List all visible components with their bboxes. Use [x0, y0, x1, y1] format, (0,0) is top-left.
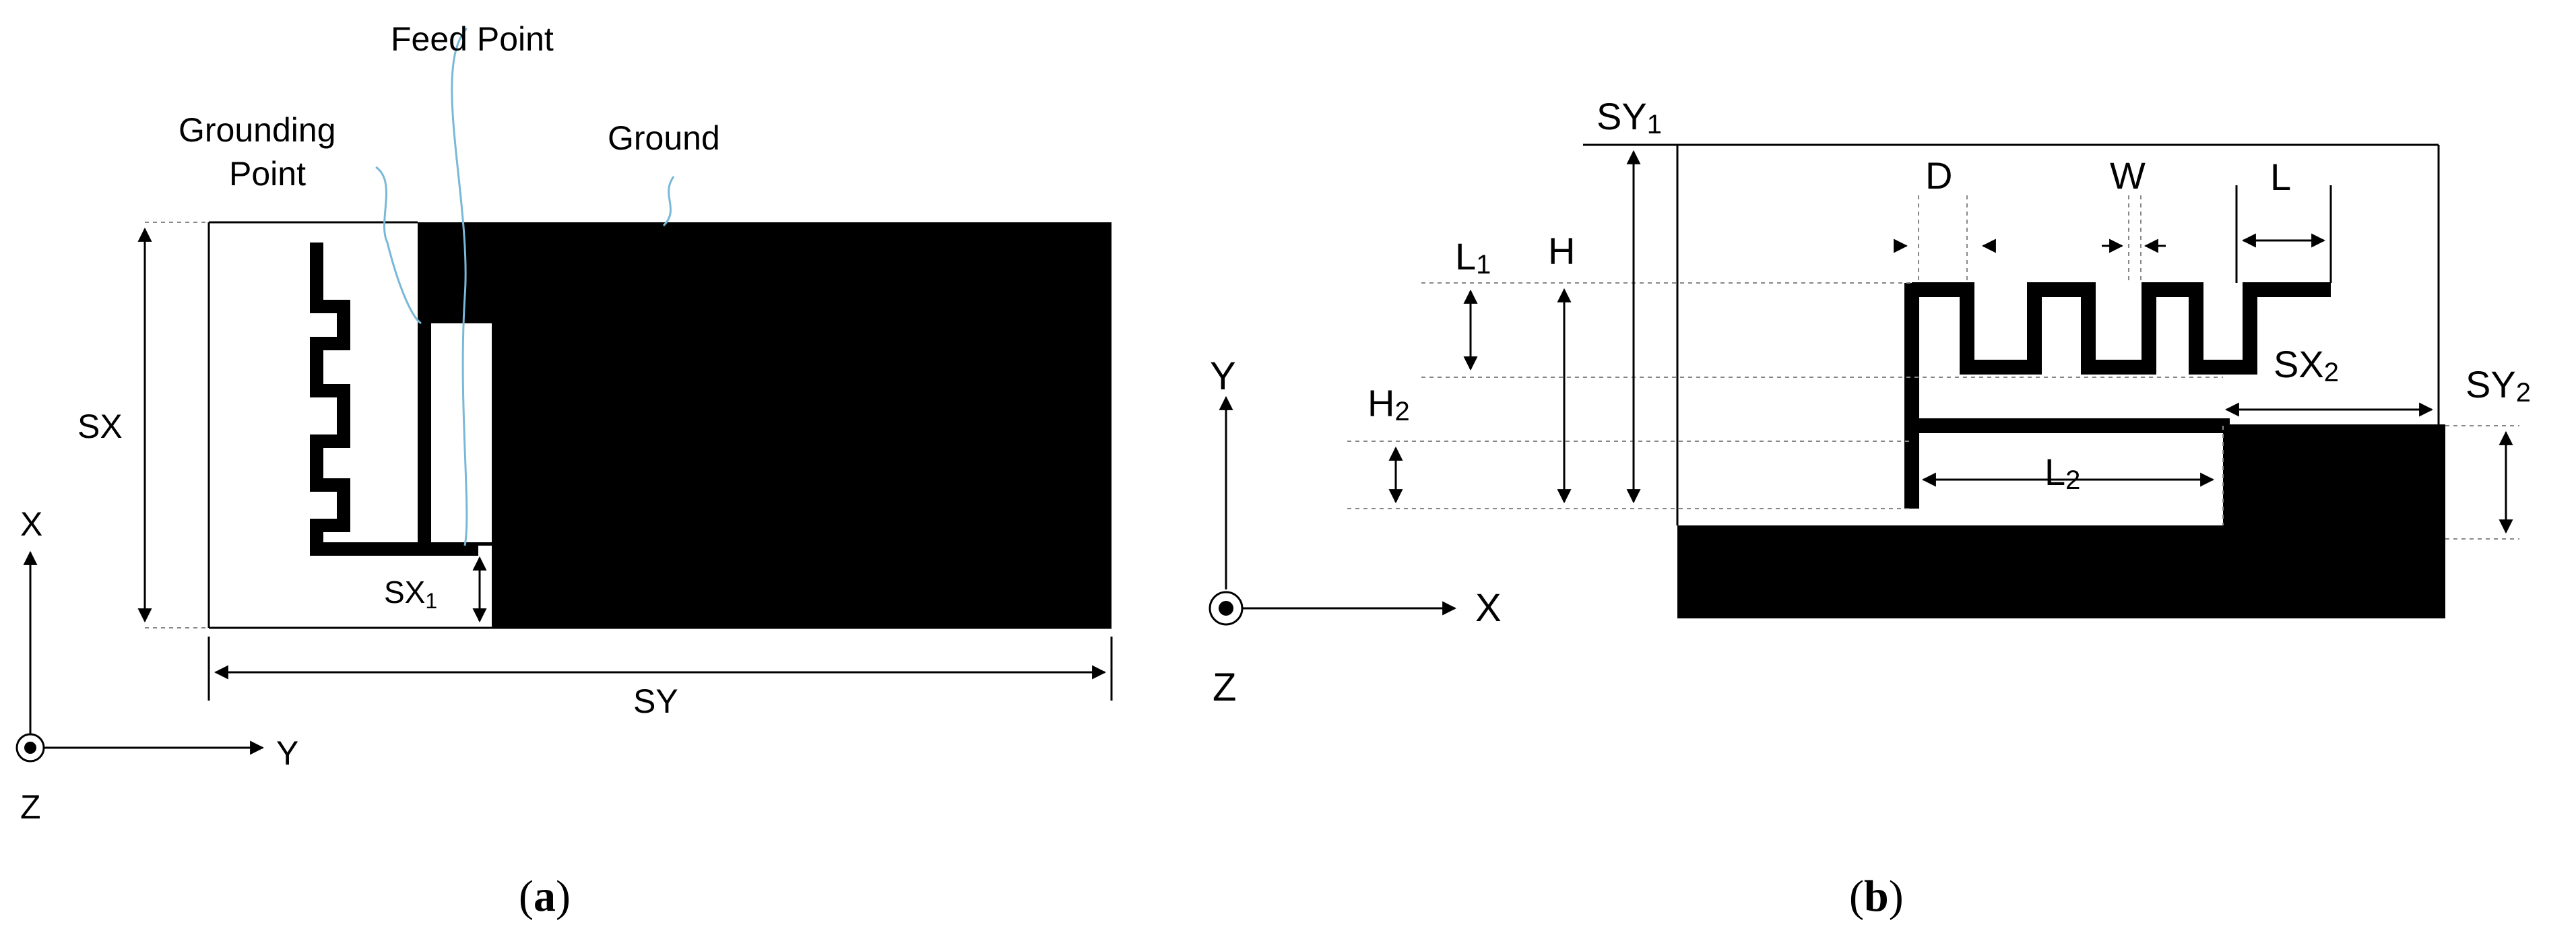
- ground-plane: [418, 222, 1112, 628]
- h-label: H: [1548, 230, 1575, 272]
- axis-z-dot-a: [24, 742, 36, 754]
- caption-b: (b): [1849, 872, 1904, 921]
- axis-x-label-b: X: [1475, 586, 1502, 630]
- panel-a: SX SX1 SY Feed Point Grounding Point Gro…: [15, 20, 1113, 921]
- l-label: L: [2270, 156, 2291, 198]
- axis-y-label-b: Y: [1210, 354, 1236, 398]
- meander-antenna-a: [310, 243, 478, 556]
- caption-a: (a): [519, 872, 571, 921]
- sx-label: SX: [77, 408, 123, 445]
- h2-label: H2: [1367, 382, 1410, 426]
- sy2-label: SY2: [2466, 363, 2531, 408]
- l2-label: L2: [2044, 451, 2080, 495]
- sx2-label: SX2: [2274, 343, 2339, 387]
- w-label: W: [2110, 154, 2146, 197]
- meander-antenna-b: [1912, 282, 2331, 375]
- ground-tab: [418, 222, 492, 323]
- axis-z-label-b: Z: [1213, 666, 1236, 709]
- ground-label: Ground: [608, 119, 720, 157]
- ground-callout: [662, 176, 675, 227]
- axis-y-label-a: Y: [276, 734, 298, 772]
- grounding-point-label-2: Point: [229, 155, 306, 193]
- axis-x-label-a: X: [20, 505, 42, 543]
- grounding-point-callout: [375, 166, 422, 325]
- axis-z-label-a: Z: [20, 788, 41, 826]
- sy-label: SY: [633, 682, 678, 720]
- sy1-label: SY1: [1597, 95, 1662, 139]
- grounding-point-label-1: Grounding: [179, 111, 336, 149]
- panel-b: SY1 H L1 H2 D W L SX2 SY2: [1209, 95, 2531, 921]
- l1-label: L1: [1455, 235, 1491, 280]
- axis-z-dot-b: [1219, 601, 1233, 616]
- feed-point-callout: [451, 27, 468, 546]
- feed-point-label: Feed Point: [391, 20, 554, 58]
- ground-plane-b: [1677, 424, 2445, 618]
- d-label: D: [1925, 154, 1952, 197]
- sx1-label: SX1: [384, 575, 437, 613]
